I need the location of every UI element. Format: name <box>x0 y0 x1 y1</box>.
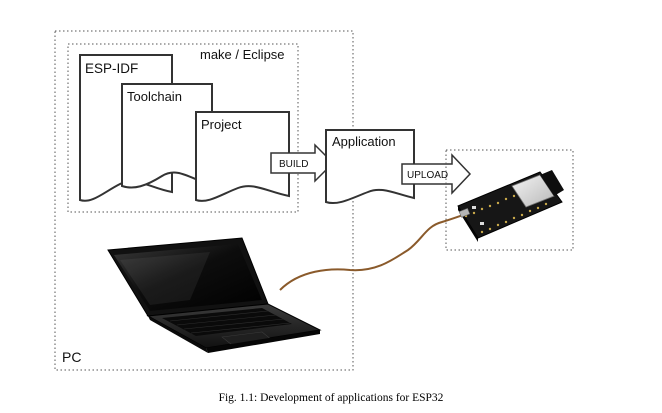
toolchain-env-group: make / Eclipse <box>67 43 299 213</box>
figure-caption: Fig. 1.1: Development of applications fo… <box>218 392 444 404</box>
upload-label: UPLOAD <box>407 170 448 181</box>
project-label: Project <box>201 117 242 132</box>
upload-arrow: UPLOAD <box>401 153 472 195</box>
esp32-board-image <box>457 170 564 242</box>
pc-label: PC <box>62 349 81 365</box>
toolchain-env-label: make / Eclipse <box>200 47 285 62</box>
esp-idf-label: ESP-IDF <box>85 61 138 76</box>
application-label: Application <box>332 134 396 149</box>
toolchain-document: Toolchain <box>121 83 213 189</box>
usb-cable <box>279 213 467 291</box>
build-arrow: BUILD <box>270 143 335 183</box>
pc-group: PC <box>54 30 354 371</box>
project-document: Project <box>195 111 290 202</box>
application-document: Application <box>325 129 415 204</box>
board-group <box>445 149 574 251</box>
toolchain-label: Toolchain <box>127 89 182 104</box>
laptop-image <box>107 237 322 353</box>
build-label: BUILD <box>279 159 308 170</box>
